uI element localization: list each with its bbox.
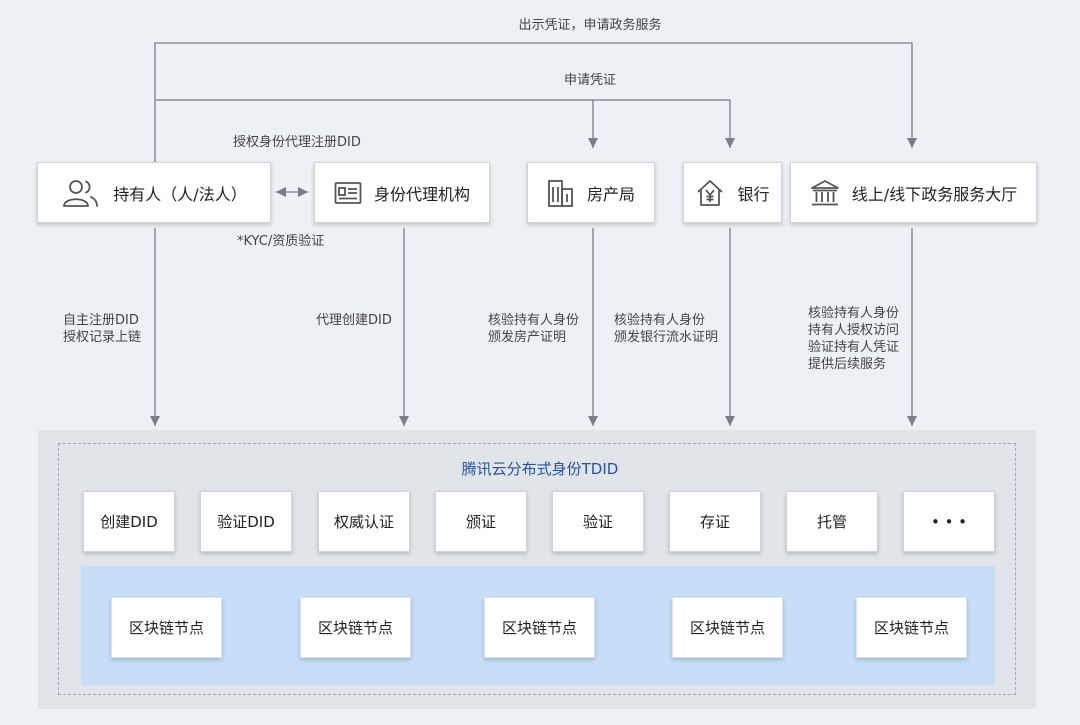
- blockchain-node: 区块链节点: [672, 597, 783, 658]
- label-line: 验证持有人凭证: [808, 340, 900, 355]
- service-attest: 存证: [669, 491, 761, 552]
- label-line: 提供后续服务: [808, 357, 887, 372]
- service-issue: 颁证: [435, 491, 527, 552]
- label-line: 授权记录上链: [63, 330, 142, 345]
- entity-agency-label: 身份代理机构: [373, 184, 470, 204]
- label-present-credential: 出示凭证，申请政务服务: [518, 18, 662, 33]
- flow-present-credential: [154, 42, 917, 162]
- bank-yen-icon: [695, 178, 725, 208]
- service-create-did: 创建DID: [83, 491, 175, 552]
- government-hall-icon: [810, 178, 840, 208]
- entity-holder: 持有人（人/法人）: [37, 162, 271, 223]
- entity-gov-hall-label: 线上/线下政务服务大厅: [851, 184, 1018, 204]
- service-authority-cert: 权威认证: [318, 491, 410, 552]
- entity-bank: 银行: [683, 162, 782, 223]
- label-gov-service: 核验持有人身份 持有人授权访问 验证持有人凭证 提供后续服务: [808, 305, 899, 373]
- label-housing-verify: 核验持有人身份 颁发房产证明: [488, 312, 579, 346]
- entity-agency: 身份代理机构: [314, 162, 490, 223]
- service-more: • • •: [903, 491, 995, 552]
- label-bank-verify: 核验持有人身份 颁发银行流水证明: [614, 312, 718, 346]
- service-custody: 托管: [786, 491, 878, 552]
- label-kyc: *KYC/资质验证: [237, 234, 325, 249]
- blockchain-node: 区块链节点: [484, 597, 595, 658]
- people-icon: [61, 178, 101, 208]
- label-agency-create: 代理创建DID: [316, 313, 392, 328]
- label-line: 自主注册DID: [63, 313, 139, 328]
- entity-housing: 房产局: [527, 162, 655, 223]
- blockchain-node: 区块链节点: [856, 597, 967, 658]
- flow-apply-credential-bank: [593, 99, 735, 148]
- label-line: 核验持有人身份: [808, 306, 900, 321]
- label-line: 颁发房产证明: [488, 330, 567, 345]
- entity-gov-hall: 线上/线下政务服务大厅: [790, 162, 1037, 223]
- label-line: 核验持有人身份: [614, 313, 706, 328]
- entity-holder-label: 持有人（人/法人）: [113, 184, 247, 204]
- label-line: 核验持有人身份: [488, 313, 580, 328]
- id-card-icon: [334, 181, 362, 205]
- label-apply-credential: 申请凭证: [563, 73, 616, 88]
- tdid-platform-frame: [58, 443, 1016, 695]
- tdid-platform-title: 腾讯云分布式身份TDID: [461, 460, 619, 478]
- label-line: 颁发银行流水证明: [614, 330, 719, 345]
- blockchain-node: 区块链节点: [300, 597, 411, 658]
- service-verify: 验证: [552, 491, 644, 552]
- blockchain-node: 区块链节点: [111, 597, 222, 658]
- building-icon: [547, 178, 575, 208]
- label-line: 持有人授权访问: [808, 323, 900, 338]
- flow-apply-credential-housing: [155, 99, 598, 148]
- label-authorize-agent: 授权身份代理注册DID: [233, 135, 361, 150]
- label-holder-register: 自主注册DID 授权记录上链: [63, 312, 141, 346]
- entity-housing-label: 房产局: [586, 184, 635, 204]
- entity-bank-label: 银行: [737, 184, 770, 204]
- service-verify-did: 验证DID: [200, 491, 292, 552]
